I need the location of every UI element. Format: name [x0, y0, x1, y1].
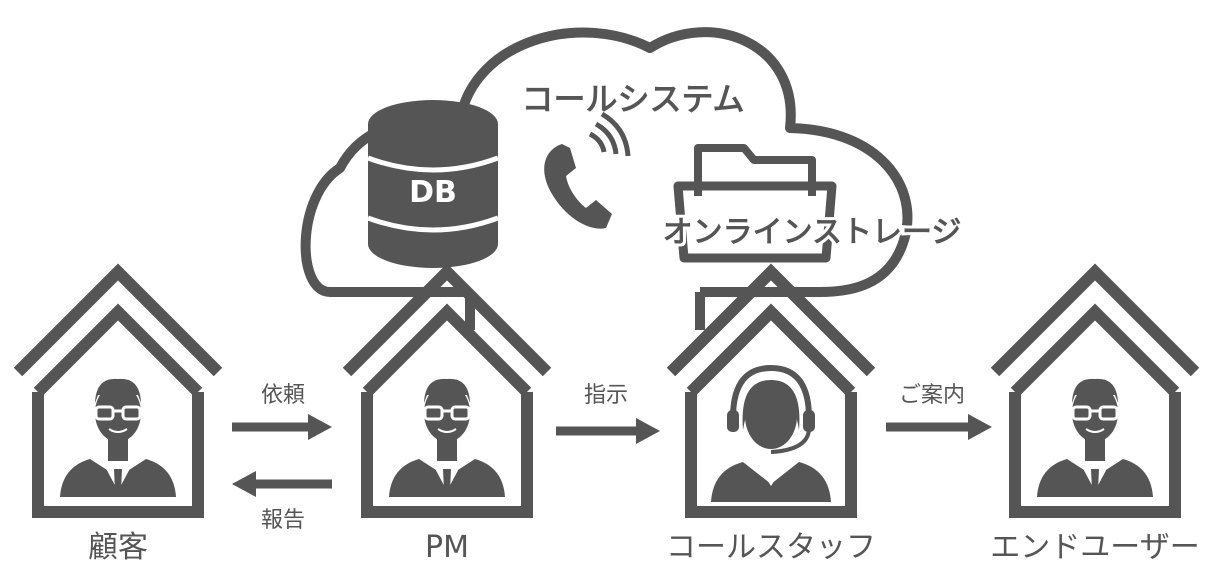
- storage-label: オンラインストレージ: [663, 215, 962, 250]
- node-label-pm: PM: [425, 530, 469, 562]
- house-customer: [13, 263, 223, 518]
- arrow-report-label: 報告: [261, 508, 305, 533]
- db-label: DB: [409, 175, 457, 210]
- operator-icon: [711, 368, 831, 502]
- arrow-request-label: 依頼: [261, 383, 305, 408]
- database-icon: [367, 100, 499, 268]
- folder-icon: [673, 144, 837, 263]
- arrow-guide: [886, 414, 992, 440]
- businessman-icon: [387, 377, 507, 499]
- phone-icon: [544, 111, 631, 229]
- arrow-instruct-label: 指示: [584, 383, 628, 408]
- cloud-title: コールシステム: [521, 80, 744, 118]
- businessman-icon: [58, 377, 178, 499]
- node-label-end-user: エンドユーザー: [990, 530, 1199, 562]
- arrow-request: [232, 414, 332, 440]
- cloud-shape: [300, 27, 913, 297]
- house-end-user: [990, 263, 1200, 518]
- businessman-icon: [1035, 377, 1155, 499]
- node-label-call-staff: コールスタッフ: [666, 530, 876, 562]
- arrow-instruct: [556, 418, 660, 444]
- house-call-staff: [666, 263, 876, 518]
- node-label-customer: 顧客: [88, 530, 148, 562]
- arrow-guide-label: ご案内: [899, 383, 965, 408]
- house-pm: [342, 263, 552, 518]
- arrow-report: [232, 471, 332, 497]
